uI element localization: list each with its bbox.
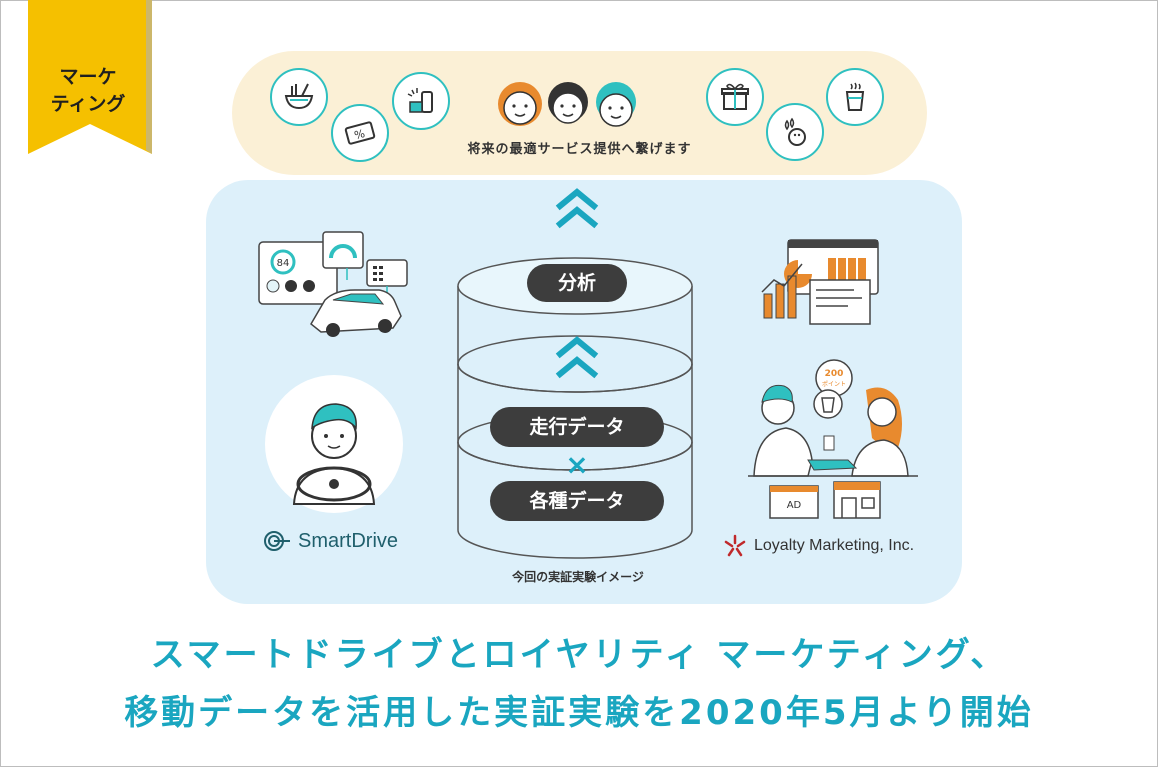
diagram-caption: 今回の実証実験イメージ bbox=[512, 570, 644, 584]
smartdrive-name: SmartDrive bbox=[298, 529, 399, 552]
loyalty-marketing-name: Loyalty Marketing, Inc. bbox=[754, 537, 915, 554]
coupon-icon: % bbox=[331, 104, 389, 162]
headline-line-1: スマートドライブとロイヤリティ マーケティング、 bbox=[150, 635, 1008, 675]
headline-line-2: 移動データを活用した実証実験を2020年5月より開始 bbox=[124, 693, 1034, 733]
analytics-report-illustration bbox=[761, 239, 879, 325]
smartdrive-logo-icon bbox=[264, 531, 290, 551]
gift-icon bbox=[706, 68, 764, 126]
ribbon-line-2: ティング bbox=[50, 93, 126, 115]
svg-text:%: % bbox=[353, 127, 366, 142]
ribbon-label: マーケ ティング bbox=[28, 64, 148, 118]
ribbon-line-1: マーケ bbox=[59, 66, 117, 88]
driver-illustration bbox=[265, 375, 403, 513]
child-face bbox=[548, 82, 588, 124]
ramen-icon bbox=[270, 68, 328, 126]
loyalty-marketing-logo-icon bbox=[724, 534, 746, 557]
analysis-layer-label: 分析 bbox=[527, 264, 627, 302]
driving-data-label: 走行データ bbox=[490, 407, 664, 447]
telematics-dashboard-illustration: 84 bbox=[258, 231, 408, 337]
woman-orange-face bbox=[498, 82, 542, 126]
smartdrive-logo: SmartDrive bbox=[262, 526, 398, 556]
upward-arrow-top-icon bbox=[555, 188, 599, 229]
services-caption: 将来の最適サービス提供へ繋げます bbox=[467, 142, 692, 157]
points-value: 200 bbox=[825, 369, 844, 379]
cross-symbol: × bbox=[565, 448, 589, 481]
points-unit: ポイント bbox=[822, 380, 846, 388]
various-data-label: 各種データ bbox=[490, 481, 664, 521]
loyalty-marketing-logo: Loyalty Marketing, Inc. bbox=[722, 532, 914, 560]
bowling-icon bbox=[766, 103, 824, 161]
cleaning-icon bbox=[392, 72, 450, 130]
upward-arrow-mid-icon bbox=[555, 336, 599, 379]
store-interaction-illustration: 200 ポイント AD bbox=[748, 359, 918, 519]
customers-illustration bbox=[498, 82, 636, 127]
category-ribbon bbox=[28, 0, 152, 154]
ad-label: AD bbox=[787, 500, 802, 511]
score-value: 84 bbox=[277, 258, 290, 269]
drink-icon bbox=[826, 68, 884, 126]
man-teal-face bbox=[596, 82, 636, 127]
